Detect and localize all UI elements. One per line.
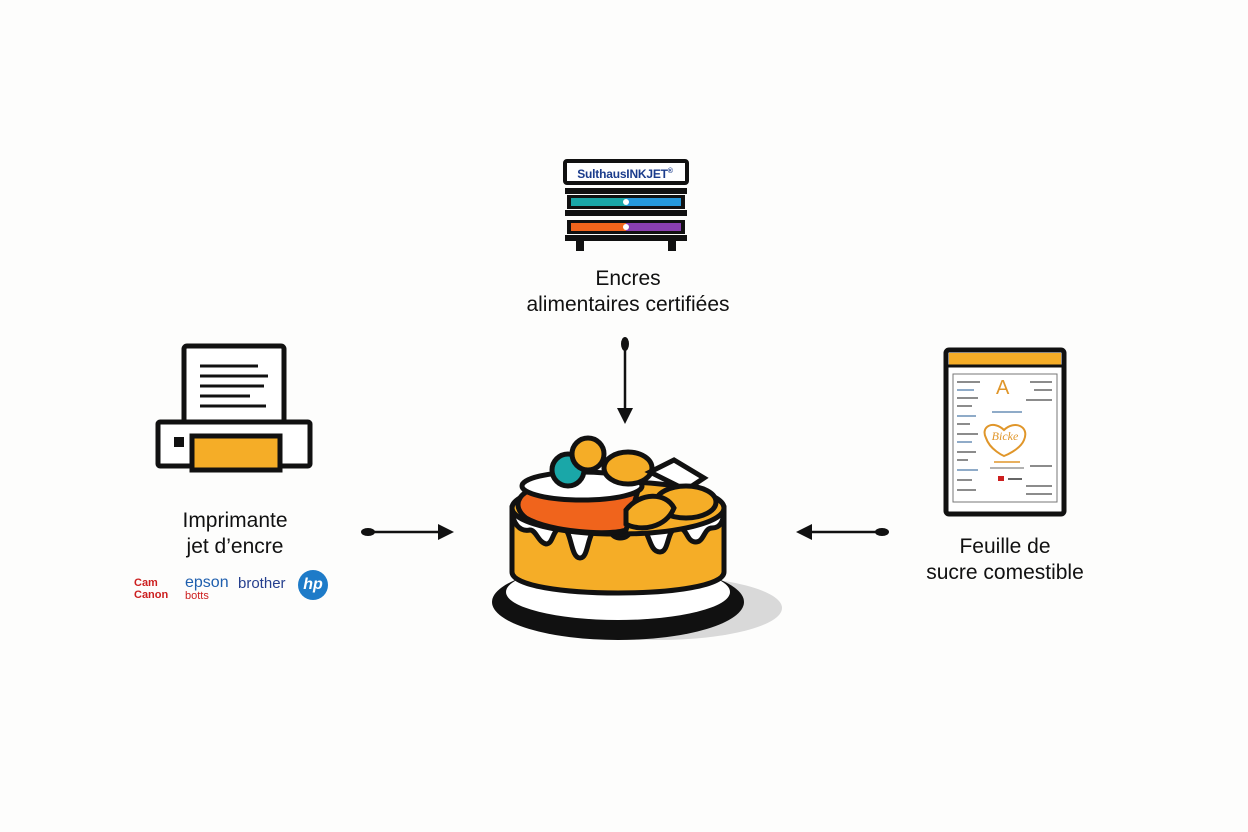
arrow-down-icon	[617, 337, 633, 424]
arrow-left-icon	[796, 524, 889, 540]
printer-label: Imprimante jet d’encre	[110, 508, 360, 560]
canon-logo-bottom: Canon	[134, 589, 169, 601]
sheet-preview-heart-text: Bicke	[991, 429, 1019, 443]
canon-logo-top: Cam	[134, 577, 158, 589]
epson-logo-top: epson	[185, 574, 229, 591]
arrow-right-icon	[361, 524, 454, 540]
ink-box-brand: SulthausINKJET®	[566, 164, 684, 182]
ink-label-line2: alimentaires certifiées	[526, 293, 730, 316]
printer-label-line1: Imprimante	[182, 509, 288, 532]
brother-logo-text: brother	[238, 575, 286, 592]
canon-logo: Cam Canon	[134, 577, 168, 601]
ink-box-brand-mark: ®	[667, 168, 673, 175]
sugar-sheet-icon	[943, 347, 1067, 517]
printer-label-line2: jet d’encre	[186, 535, 284, 558]
ink-label-line1: Encres	[595, 267, 661, 290]
epson-logo-bottom: botts	[185, 590, 209, 602]
sheet-preview-letter: A	[996, 377, 1010, 399]
hp-logo-text: hp	[303, 576, 323, 593]
sheet-label-line2: sucre comestible	[926, 561, 1084, 584]
ink-box-brand-text: SulthausINKJET	[577, 167, 668, 181]
hp-logo: hp	[298, 570, 328, 600]
cake-icon	[492, 435, 782, 640]
printer-icon	[155, 343, 313, 473]
ink-label: Encres alimentaires certifiées	[478, 266, 778, 318]
brother-logo: brother	[238, 576, 286, 591]
ink-cartridges-icon	[563, 159, 689, 251]
epson-logo: epson botts	[185, 575, 229, 602]
sheet-label-line1: Feuille de	[959, 535, 1051, 558]
sheet-label: Feuille de sucre comestible	[880, 534, 1130, 586]
